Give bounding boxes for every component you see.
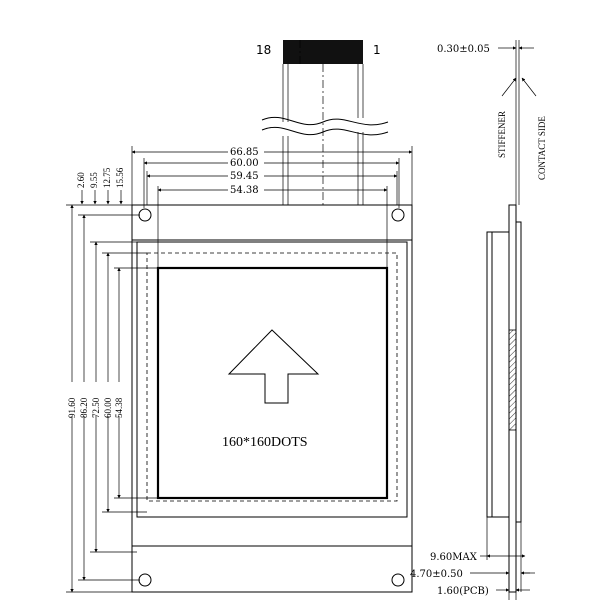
module-thickness-label: 4.70±0.50 — [410, 569, 463, 580]
pin-label-1: 1 — [373, 43, 381, 57]
dim-54-38-v: 54.38 — [114, 397, 124, 418]
fpc-ribbon: 18 1 — [256, 40, 389, 208]
mounting-hole-bottom-right — [391, 573, 405, 587]
dim-60-00-h: 60.00 — [230, 158, 259, 169]
dim-9-55: 9.55 — [89, 172, 99, 188]
fpc-break-line-upper — [261, 116, 389, 126]
contact-side-label: CONTACT SIDE — [537, 116, 547, 180]
dim-72-50: 72.50 — [91, 397, 101, 418]
side-frame — [515, 221, 522, 523]
mounting-hole-top-right — [391, 208, 405, 222]
pcb-thickness-label: 1.60(PCB) — [437, 586, 489, 597]
resolution-label: 160*160DOTS — [222, 435, 308, 450]
viewing-area — [146, 252, 398, 502]
lcd-glass — [136, 241, 408, 518]
fpc-connector-block — [283, 40, 363, 64]
mounting-hole-top-left — [138, 208, 152, 222]
dim-15-56: 15.56 — [115, 167, 125, 188]
horizontal-dimensions: 66.85 60.00 59.45 54.38 — [131, 146, 413, 268]
side-lcd-glass — [486, 231, 510, 518]
up-arrow-icon — [227, 329, 320, 404]
side-connector — [508, 329, 517, 431]
mounting-hole-bottom-left — [138, 573, 152, 587]
vertical-dimensions: 91.60 86.20 72.50 60.00 54.38 — [62, 204, 158, 593]
pin-label-18: 18 — [256, 43, 271, 57]
dim-2-60: 2.60 — [76, 172, 86, 188]
dim-12-75: 12.75 — [102, 167, 112, 188]
active-area — [156, 266, 389, 500]
max-thickness-label: 9.60MAX — [430, 552, 478, 563]
dim-59-45: 59.45 — [230, 171, 259, 182]
dim-60-00-v: 60.00 — [103, 397, 113, 418]
fpc-thickness-label: 0.30±0.05 — [437, 44, 490, 55]
side-view: 0.30±0.05 STIFFENER CONTACT SIDE 9.60MAX… — [410, 40, 547, 600]
front-view: 160*160DOTS — [131, 204, 413, 593]
top-small-dimensions: 2.60 9.55 12.75 15.56 — [76, 167, 125, 205]
dim-86-20: 86.20 — [79, 397, 89, 418]
pcb-outline — [131, 204, 413, 593]
stiffener-label: STIFFENER — [497, 111, 507, 158]
dim-66-85: 66.85 — [230, 147, 259, 158]
fpc-break-line-lower — [261, 126, 389, 136]
dim-54-38-h: 54.38 — [230, 185, 259, 196]
dim-91-60: 91.60 — [67, 397, 77, 418]
